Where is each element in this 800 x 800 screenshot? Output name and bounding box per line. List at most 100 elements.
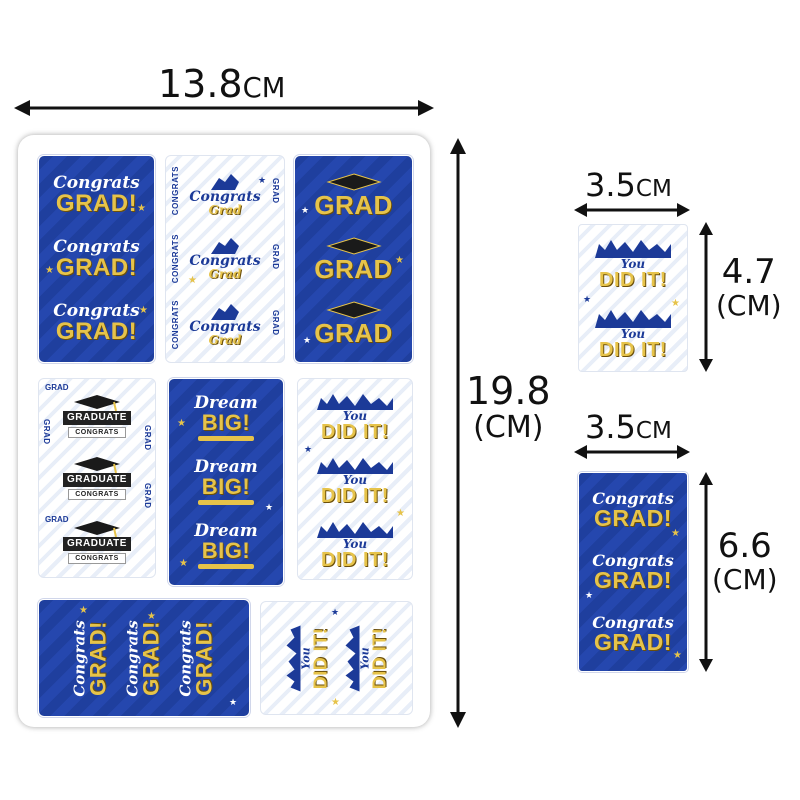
graduation-cap-icon [325, 301, 382, 319]
congrats-script-text: Congrats [189, 253, 261, 269]
graduates-crowd-icon [317, 522, 393, 538]
graduate-figure-icon [211, 304, 239, 320]
star-icon: ★ [671, 528, 680, 539]
sticker-grad-caps-blue[interactable]: GRAD GRAD GRAD ★ ★ ★ [294, 155, 413, 363]
small-width-arrow [574, 203, 690, 217]
did-it-text: DID IT! [310, 627, 331, 689]
graduate-panel: GRADUATE CONGRATS [39, 385, 155, 445]
did-it-text: DID IT! [321, 485, 389, 507]
grad-text: GRAD! [594, 504, 672, 531]
small-height-label: 4.7 (CM) [716, 252, 782, 322]
sheet-width-value: 13.8 [158, 62, 243, 106]
did-it-text: DID IT! [321, 421, 389, 443]
star-icon: ★ [179, 558, 188, 569]
congrats-grad-panel: Congrats GRAD! [39, 292, 154, 354]
congrats-banner-text: CONGRATS [68, 426, 126, 438]
big-text: BIG! [201, 473, 251, 499]
congrats-script-text: Congrats [592, 612, 674, 632]
grad-corner-text: GRAD [45, 383, 69, 392]
graduation-cap-icon [325, 173, 382, 191]
graduation-cap-icon [74, 456, 120, 473]
large-height-arrow [699, 472, 713, 672]
star-icon: ★ [258, 175, 267, 185]
grad-vertical-text: GRAD [143, 425, 152, 451]
star-icon: ★ [147, 611, 156, 622]
star-icon: ★ [177, 418, 186, 429]
you-script-text: You [342, 537, 368, 551]
graduates-crowd-icon [345, 625, 360, 691]
sample-sticker-small[interactable]: You DID IT! You DID IT! ★ ★ [578, 224, 688, 372]
sticker-congrats-grad-blue[interactable]: Congrats GRAD! Congrats GRAD! Congrats G… [38, 155, 155, 363]
big-text: BIG! [201, 537, 251, 563]
graduates-crowd-icon [286, 625, 301, 691]
sticker-graduate-congrats-white[interactable]: GRAD GRAD GRAD GRAD GRAD GRADUATE CONGRA… [38, 378, 156, 578]
congrats-grad-panel: Congrats GRAD! [176, 608, 216, 708]
sticker-dream-big-blue[interactable]: Dream BIG! Dream BIG! Dream BIG! ★ ★ ★ [168, 378, 284, 586]
grad-vertical-text: GRAD [271, 178, 280, 204]
small-width-unit: CM [635, 176, 672, 202]
congrats-grad-panel: Congrats GRAD! [579, 603, 687, 665]
star-icon: ★ [45, 265, 54, 276]
graduate-panel: GRADUATE CONGRATS [39, 447, 155, 507]
congrats-grad-panel: Congrats GRAD! [579, 479, 687, 541]
dream-script-text: Dream [194, 392, 258, 413]
congrats-script-text: Congrats [592, 488, 674, 508]
sample-sticker-large[interactable]: Congrats GRAD! Congrats GRAD! Congrats G… [578, 472, 688, 672]
star-icon: ★ [301, 205, 310, 215]
star-icon: ★ [583, 294, 592, 304]
sticker-congrats-grad-horizontal-blue[interactable]: Congrats GRAD! Congrats GRAD! Congrats G… [38, 599, 250, 717]
star-icon: ★ [229, 697, 238, 707]
congrats-script-text: Congrats [189, 319, 261, 335]
you-did-it-panel: You DID IT! [298, 515, 412, 575]
you-script-text: You [342, 409, 368, 423]
grad-vertical-text: GRAD [143, 483, 152, 509]
you-did-it-panel: You DID IT! [298, 451, 412, 511]
grad-vertical-text: GRAD [271, 310, 280, 336]
congrats-grad-panel: Congrats Grad [166, 164, 284, 224]
sheet-width-label: 13.8CM [158, 62, 285, 106]
congrats-script-text: Congrats [189, 189, 261, 205]
large-height-value: 6.6 [717, 526, 772, 566]
small-height-value: 4.7 [721, 252, 776, 292]
congrats-grad-panel: Congrats GRAD! [39, 228, 154, 290]
graduation-cap-icon [74, 394, 120, 411]
width-dimension-arrow [14, 100, 434, 116]
sticker-you-did-it-horizontal-white[interactable]: You DID IT! You DID IT! ★ ★ [260, 601, 413, 715]
sheet-height-value: 19.8 [466, 369, 551, 413]
graduate-text: GRADUATE [63, 472, 131, 487]
grad-text: GRAD! [55, 317, 138, 345]
large-height-label: 6.6 (CM) [712, 526, 778, 596]
sheet-height-label: 19.8 (CM) [466, 369, 551, 443]
star-icon: ★ [304, 444, 313, 454]
dream-big-panel: Dream BIG! [169, 451, 283, 513]
diploma-scroll-icon [198, 435, 254, 441]
grad-text: GRAD! [55, 189, 138, 217]
grad-text: GRAD [314, 254, 393, 284]
small-width-label: 3.5CM [585, 166, 672, 204]
large-width-label: 3.5CM [585, 408, 672, 446]
did-it-text: DID IT! [369, 627, 390, 689]
graduate-panel: GRADUATE CONGRATS [39, 511, 155, 571]
you-did-it-panel: You DID IT! [343, 613, 390, 703]
did-it-text: DID IT! [599, 339, 667, 361]
star-icon: ★ [395, 255, 404, 266]
star-icon: ★ [139, 305, 148, 316]
graduation-cap-icon [325, 237, 382, 255]
congrats-grad-panel: Congrats GRAD! [39, 164, 154, 226]
did-it-text: DID IT! [321, 549, 389, 571]
sheet-width-unit: CM [242, 73, 286, 104]
sticker-congrats-grad-white[interactable]: CONGRATS CONGRATS CONGRATS GRAD GRAD GRA… [165, 155, 285, 363]
star-icon: ★ [303, 335, 312, 345]
graduate-text: GRADUATE [63, 536, 131, 551]
graduates-crowd-icon [317, 394, 393, 410]
dream-script-text: Dream [194, 520, 258, 541]
congrats-grad-row: Congrats GRAD! Congrats GRAD! Congrats G… [39, 600, 249, 716]
sticker-you-did-it-white[interactable]: You DID IT! You DID IT! You DID IT! ★ ★ [297, 378, 413, 580]
star-icon: ★ [331, 607, 340, 617]
you-did-it-row: You DID IT! You DID IT! [261, 602, 412, 714]
diploma-scroll-icon [198, 563, 254, 569]
small-width-value: 3.5 [585, 166, 636, 204]
sticker-sheet: Congrats GRAD! Congrats GRAD! Congrats G… [18, 135, 430, 727]
graduates-crowd-icon [595, 310, 671, 328]
you-did-it-panel: You DID IT! [579, 231, 687, 297]
